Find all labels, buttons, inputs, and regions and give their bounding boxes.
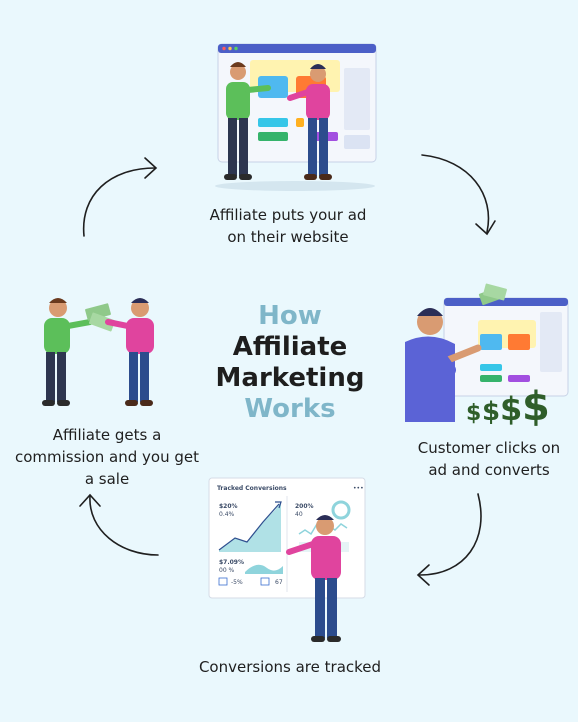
foot2: 67 — [275, 579, 283, 586]
title-works: Works — [244, 394, 336, 424]
step4-caption: Affiliate gets a commission and you get … — [4, 424, 210, 490]
step3-caption: Conversions are tracked — [160, 656, 420, 678]
money-bill-icon — [478, 283, 507, 306]
step3-caption-line1: Conversions are tracked — [198, 658, 382, 676]
stat1-pct: $20% — [219, 503, 238, 510]
dashboard-title: Tracked Conversions — [217, 485, 287, 492]
step4-caption-line1: Affiliate gets a — [52, 426, 162, 444]
step1-caption-line2: on their website — [227, 228, 349, 246]
step2-caption-line2: ad and converts — [428, 461, 550, 479]
stat1-sub: 0.4% — [219, 511, 235, 518]
stat2-pct: 200% — [295, 503, 314, 510]
arrow-bottom-right-head — [416, 564, 430, 586]
dollar-icon: $ — [522, 384, 550, 428]
title-affiliate: Affiliate — [232, 332, 348, 362]
title-how: How — [258, 301, 322, 331]
stat2-sub: 40 — [295, 511, 303, 518]
step1-caption-line1: Affiliate puts your ad — [209, 206, 367, 224]
step1-caption: Affiliate puts your ad on their website — [168, 204, 408, 248]
step2-caption: Customer clicks on ad and converts — [400, 437, 578, 481]
dollar-icon: $ — [466, 401, 481, 426]
money-bill-icon — [85, 303, 116, 332]
more-icon: ••• — [353, 485, 364, 492]
title-marketing: Marketing — [215, 363, 365, 393]
step1-illustration — [215, 43, 377, 191]
arrow-bottom-left-head — [79, 493, 101, 507]
stat3-pct: $7.09% — [219, 559, 244, 566]
step4-caption-line2: commission and you get — [14, 448, 199, 466]
arrow-top-right-head — [475, 220, 496, 236]
arrow-top-left — [82, 167, 156, 237]
step2-illustration: $ $ $ $ — [405, 283, 569, 428]
step3-illustration: Tracked Conversions ••• $20% 0.4% $7.09%… — [208, 477, 366, 642]
step4-illustration — [42, 298, 154, 406]
arrow-bottom-left — [89, 495, 159, 556]
stat3-sub: 00 % — [219, 567, 235, 574]
step2-caption-line1: Customer clicks on — [417, 439, 561, 457]
dollar-icon: $ — [500, 390, 522, 428]
step4-caption-line3: a sale — [84, 470, 130, 488]
arrow-bottom-right — [419, 493, 482, 576]
dollar-icon: $ — [482, 397, 500, 427]
foot1: -5% — [231, 579, 243, 586]
arrow-top-left-head — [144, 157, 158, 179]
arrow-top-right — [421, 154, 490, 233]
